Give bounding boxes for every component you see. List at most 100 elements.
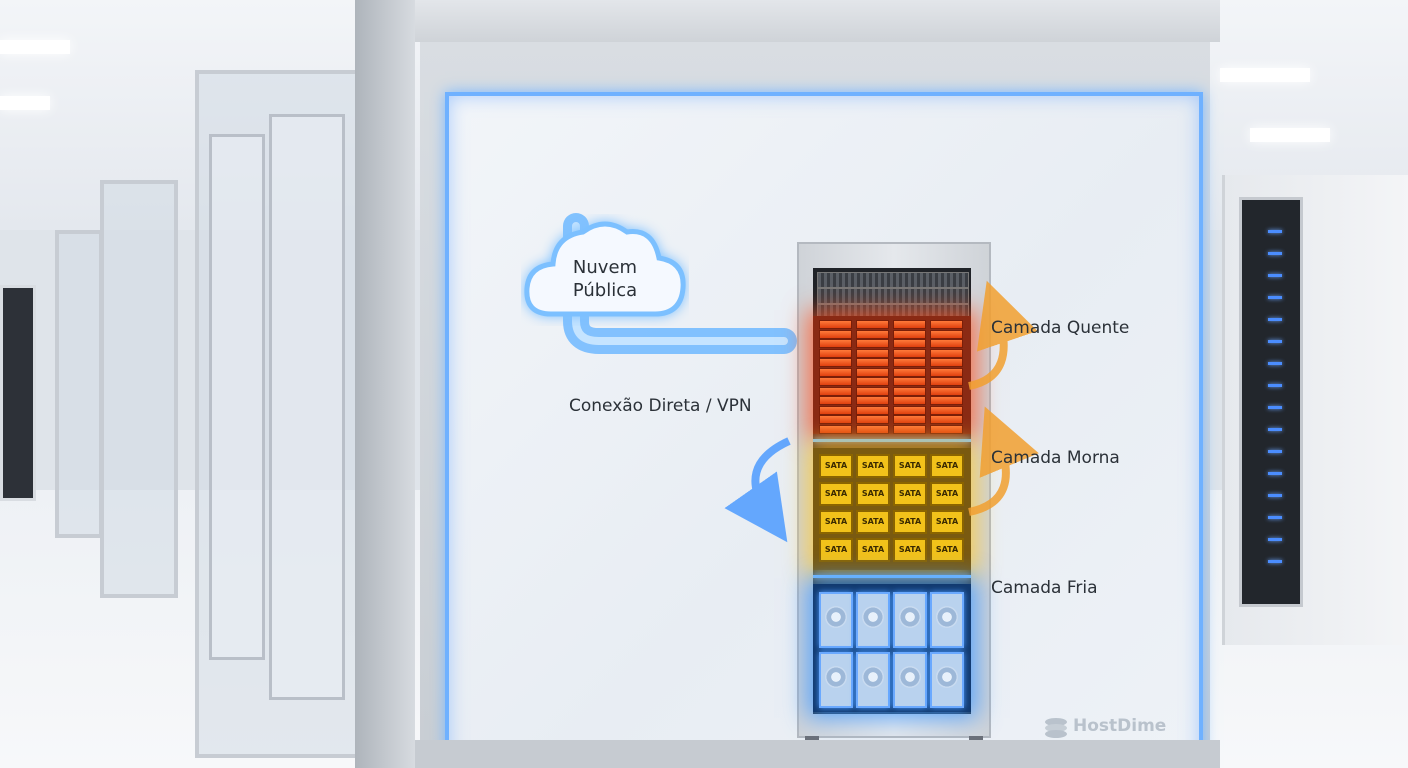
hot-drive (856, 377, 889, 386)
hot-drive (856, 329, 889, 339)
hot-drive (819, 396, 852, 405)
hot-drive (856, 424, 889, 434)
hot-drive (819, 329, 852, 339)
hot-drive (930, 358, 963, 367)
status-led (1268, 406, 1282, 409)
public-cloud: Nuvem Pública (521, 214, 689, 326)
hot-drive (893, 358, 926, 367)
status-led (1268, 428, 1282, 431)
tier-separator (813, 439, 971, 442)
right-rack-door (1239, 197, 1303, 607)
status-led (1268, 560, 1282, 563)
ceiling-light (0, 96, 50, 110)
hot-drive (819, 339, 852, 348)
status-led (1268, 362, 1282, 365)
hot-drive (856, 367, 889, 377)
hard-disk-drive (856, 652, 890, 708)
hot-drive (930, 339, 963, 348)
status-led (1268, 252, 1282, 255)
sata-drive: SATA (930, 482, 964, 506)
hot-drive (819, 358, 852, 367)
hot-drive (856, 339, 889, 348)
status-led (1268, 472, 1282, 475)
hot-drive (930, 377, 963, 386)
sata-drive: SATA (819, 510, 853, 534)
hot-drive (893, 396, 926, 405)
hot-drive (893, 320, 926, 329)
ceiling-light (0, 40, 70, 54)
status-led (1268, 340, 1282, 343)
right-server-rack (1222, 175, 1408, 645)
hot-drive (893, 329, 926, 339)
sata-drive: SATA (930, 510, 964, 534)
hot-drive (893, 405, 926, 415)
ceiling-light (1250, 128, 1330, 142)
warm-tier-label: Camada Morna (991, 448, 1120, 468)
hot-drive (930, 386, 963, 396)
hot-drive (893, 386, 926, 396)
glass-module (195, 70, 363, 758)
hard-disk-drive (819, 592, 853, 648)
promote-arrow-warm-to-hot (968, 280, 1038, 390)
hot-drive (819, 348, 852, 358)
hot-drive (819, 320, 852, 329)
hot-drive (930, 320, 963, 329)
hot-drive (819, 405, 852, 415)
hot-drive (930, 396, 963, 405)
hot-drive (819, 386, 852, 396)
hard-disk-drive (819, 652, 853, 708)
hot-drive (819, 367, 852, 377)
hard-disk-drive (930, 592, 964, 648)
promote-arrow-cold-to-warm (968, 406, 1039, 516)
glass-module (55, 230, 103, 538)
hot-drive (819, 377, 852, 386)
logo-icon (1045, 718, 1067, 738)
cold-tier-drives (813, 584, 971, 712)
hot-drive (819, 415, 852, 424)
cold-tier-label: Camada Fria (991, 578, 1098, 598)
hot-drive (930, 415, 963, 424)
sata-drive: SATA (819, 538, 853, 562)
status-led (1268, 230, 1282, 233)
hot-drive (856, 415, 889, 424)
left-server-rack (0, 285, 36, 501)
sata-drive: SATA (819, 482, 853, 506)
brand-logo: HostDime (1043, 714, 1173, 740)
hot-drive (930, 405, 963, 415)
hot-drive (819, 424, 852, 434)
cloud-label: Nuvem Pública (572, 257, 638, 301)
sata-drive: SATA (893, 510, 927, 534)
server-unit (817, 288, 969, 304)
hot-drive (930, 424, 963, 434)
hot-drive (893, 424, 926, 434)
hard-disk-drive (893, 652, 927, 708)
hot-tier-label: Camada Quente (991, 318, 1130, 338)
hot-drive (893, 367, 926, 377)
sata-drive: SATA (893, 482, 927, 506)
sata-drive: SATA (856, 510, 890, 534)
tier-arrows (724, 280, 1039, 543)
sata-drive: SATA (893, 538, 927, 562)
sata-drive: SATA (893, 454, 927, 478)
connection-pipe (563, 213, 797, 354)
glass-door (269, 114, 345, 700)
status-led (1268, 494, 1282, 497)
sata-drive: SATA (930, 454, 964, 478)
sata-drive: SATA (819, 454, 853, 478)
sata-drive: SATA (856, 482, 890, 506)
status-led (1268, 384, 1282, 387)
hot-drive (893, 348, 926, 358)
cloud-icon (524, 221, 686, 317)
logo-text: HostDime (1073, 716, 1167, 736)
status-led (1268, 450, 1282, 453)
ceiling-light (1220, 68, 1310, 82)
hot-drive (856, 320, 889, 329)
glass-corridor (0, 0, 420, 768)
tier-separator (813, 575, 971, 578)
hot-drive (930, 367, 963, 377)
